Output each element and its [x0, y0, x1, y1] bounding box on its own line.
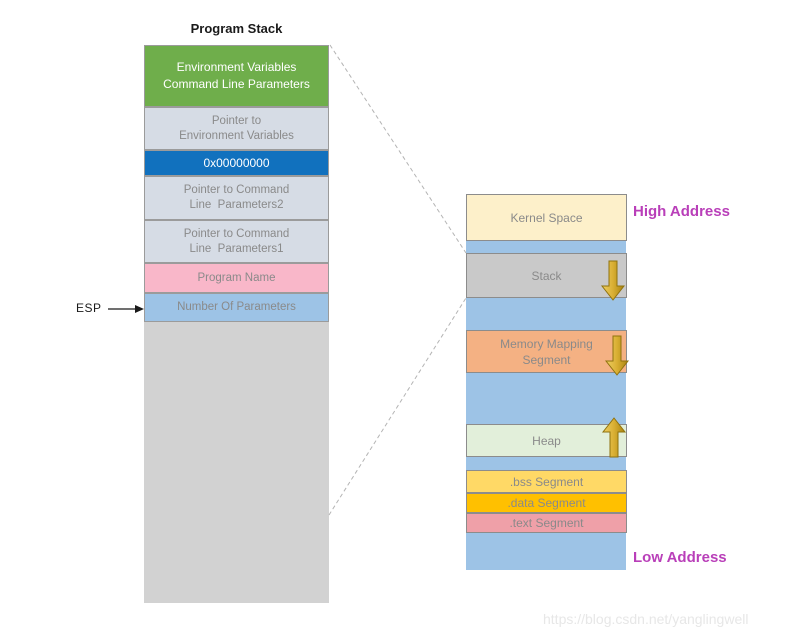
segment-bss: .bss Segment [466, 470, 627, 493]
segment-data: .data Segment [466, 493, 627, 513]
stack-box-program-name: Program Name [144, 263, 329, 293]
stack-box-pointer-env-vars: Pointer to Environment Variables [144, 107, 329, 150]
stack-box-label: Program Name [197, 271, 276, 284]
diagram-title: Program Stack [190, 21, 283, 36]
stack-box-num-params: Number Of Parameters [144, 293, 329, 322]
stack-box-label: Pointer to Command [183, 227, 290, 240]
high-address-label: High Address [633, 203, 730, 220]
segment-heap: Heap [466, 424, 627, 457]
esp-label: ESP [76, 301, 102, 315]
connector-line-top [329, 44, 467, 254]
stack-box-label: Command Line Parameters [163, 77, 310, 91]
stack-box-pointer-cmd2: Pointer to Command Line Parameters2 [144, 176, 329, 220]
segment-label: .bss Segment [509, 474, 584, 489]
stack-box-label: Line Parameters2 [189, 199, 284, 211]
stack-box-label: Environment Variables [179, 129, 294, 142]
stack-box-null-pointer: 0x00000000 [144, 150, 329, 176]
stack-box-pointer-cmd1: Pointer to Command Line Parameters1 [144, 220, 329, 263]
segment-label: Memory Mapping [500, 336, 593, 351]
segment-stack: Stack [466, 253, 627, 298]
stack-box-label: Pointer to [211, 114, 262, 127]
stack-box-label: Number Of Parameters [177, 301, 296, 313]
stack-box-env-vars: Environment Variables Command Line Param… [144, 45, 329, 107]
segment-label: Heap [532, 433, 561, 448]
stack-box-label: Pointer to Command [183, 184, 290, 196]
stack-filler-region [144, 322, 329, 603]
segment-label: Stack [531, 268, 562, 283]
segment-label: .text Segment [509, 516, 584, 530]
stack-box-label: Environment Variables [176, 60, 297, 74]
segment-memory-mapping: Memory Mapping Segment [466, 330, 627, 373]
low-address-label: Low Address [633, 549, 727, 566]
segment-text: .text Segment [466, 513, 627, 533]
watermark: https://blog.csdn.net/yanglingwell [543, 611, 749, 627]
segment-label: .data Segment [507, 496, 586, 510]
segment-kernel-space: Kernel Space [466, 194, 627, 241]
esp-arrow [108, 305, 144, 313]
stack-box-label: Line Parameters1 [189, 242, 284, 255]
connector-line-bottom [328, 297, 467, 516]
segment-label: Kernel Space [510, 210, 583, 225]
stack-box-label: 0x00000000 [203, 155, 270, 170]
segment-label: Segment [522, 352, 571, 367]
